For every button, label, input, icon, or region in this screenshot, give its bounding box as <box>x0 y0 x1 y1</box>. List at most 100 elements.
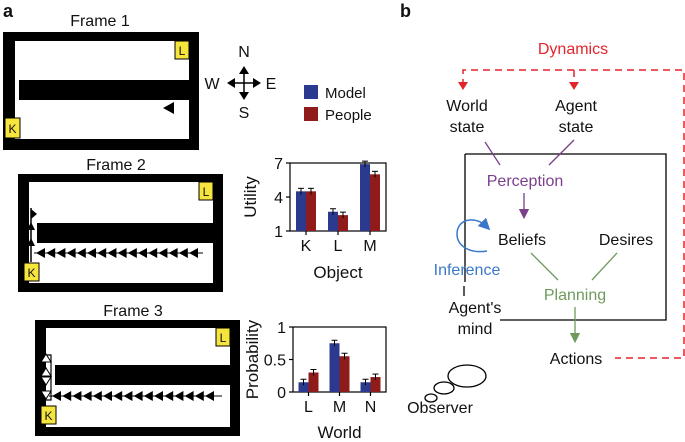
path-arrow-up-icon <box>27 238 35 246</box>
path-arrow-left-icon <box>164 391 174 401</box>
arrow-up-icon <box>239 66 249 74</box>
bar-people <box>370 174 380 231</box>
bar-model <box>296 191 306 231</box>
frame-2: Frame 2 L K <box>18 157 223 292</box>
agents-mind-line1: Agent's <box>449 300 502 317</box>
path-arrow-left-icon <box>148 248 158 258</box>
path-arrow-left-icon <box>66 248 76 258</box>
path-arrow-left-icon <box>174 391 184 401</box>
bar-model <box>360 382 371 392</box>
actions-label: Actions <box>550 351 602 368</box>
frame-3: Frame 3 L K <box>35 303 240 436</box>
x-axis-label: World <box>317 423 361 442</box>
path-arrow-left-icon <box>107 248 117 258</box>
path-arrow-left-icon <box>205 391 214 401</box>
compass-west: W <box>204 76 220 93</box>
compass-south: S <box>239 105 250 122</box>
x-tick-label: N <box>365 399 377 416</box>
path-arrow-up-icon <box>27 222 35 230</box>
path-arrow-left-icon <box>36 248 45 258</box>
desires-label: Desires <box>599 232 653 249</box>
path-arrow-left-icon <box>103 391 112 401</box>
frame-1-title: Frame 1 <box>70 13 130 30</box>
frame-2-corner-top: L <box>203 185 210 199</box>
frame-3-corner-top: L <box>220 331 227 345</box>
legend-swatch-people <box>304 107 318 121</box>
path-arrow-left-icon <box>138 248 147 258</box>
dynamics-arrow-icon <box>569 82 579 90</box>
path-arrow-left-icon <box>158 248 168 258</box>
frame-2-corner-bottom: K <box>27 266 35 280</box>
y-tick-label: 0 <box>277 385 286 402</box>
bar-model <box>298 382 309 392</box>
bar-people <box>370 377 381 392</box>
bar-model <box>360 164 370 231</box>
arrow-down-icon <box>239 92 249 100</box>
frame-1-corner-top: L <box>179 44 186 58</box>
frame-1-corner-bottom: K <box>8 122 16 136</box>
path-arrow-left-icon <box>76 248 86 258</box>
path-arrow-left-icon <box>72 391 82 401</box>
beliefs-label: Beliefs <box>498 232 546 249</box>
path-arrow-left-icon <box>117 248 127 258</box>
bar-people <box>338 215 348 231</box>
thought-bubble-large <box>447 364 487 388</box>
frame-3-title: Frame 3 <box>103 303 163 320</box>
x-tick-label: L <box>334 238 343 255</box>
y-axis-label: Probability <box>243 319 262 399</box>
planning-label: Planning <box>544 287 606 304</box>
legend-swatch-model <box>304 85 318 99</box>
path-arrows-frame-3 <box>52 391 214 401</box>
frame-1: Frame 1 L K <box>3 13 199 150</box>
y-tick-label: 0.5 <box>264 353 286 370</box>
bar-model <box>328 211 338 231</box>
legend: Model People <box>304 85 372 124</box>
agent-state-line1: Agent <box>555 98 597 115</box>
world-state-line1: World <box>446 98 488 115</box>
world-state-line2: state <box>450 119 485 136</box>
path-arrow-left-icon <box>97 248 107 258</box>
frame-3-corner-bottom: K <box>44 409 52 423</box>
path-arrow-left-icon <box>46 248 56 258</box>
agents-mind-box <box>464 153 667 321</box>
frame-2-title: Frame 2 <box>86 157 146 174</box>
path-arrow-left-icon <box>52 391 61 401</box>
dynamics-arrow-icon <box>458 82 468 90</box>
perception-label: Perception <box>487 173 564 190</box>
bar-people <box>308 372 319 392</box>
path-arrow-left-icon <box>62 391 72 401</box>
bar-model <box>329 343 340 392</box>
arrow-right-icon <box>253 78 261 88</box>
path-arrow-left-icon <box>189 248 198 258</box>
path-arrow-left-icon <box>143 391 153 401</box>
path-arrow-left-icon <box>113 391 123 401</box>
x-tick-label: M <box>333 399 346 416</box>
y-tick-label: 1 <box>274 224 283 241</box>
path-arrow-left-icon <box>56 248 66 258</box>
x-tick-label: L <box>304 399 313 416</box>
flag-icon <box>31 209 37 219</box>
observer-label: Observer <box>407 400 473 417</box>
thought-bubble-medium <box>433 381 455 395</box>
path-arrow-left-icon <box>123 391 133 401</box>
arrow-left-icon <box>227 78 235 88</box>
y-tick-label: 7 <box>274 156 283 173</box>
panel-a-label: a <box>3 1 14 21</box>
inference-label: Inference <box>434 262 501 279</box>
agents-mind-line2: mind <box>458 321 493 338</box>
y-tick-label: 4 <box>274 190 283 207</box>
dynamics-label: Dynamics <box>538 41 608 58</box>
path-arrow-left-icon <box>194 391 204 401</box>
compass-north: N <box>238 44 250 61</box>
agent-state-line2: state <box>559 119 594 136</box>
legend-label-model: Model <box>325 85 366 102</box>
inference-loop <box>456 217 491 253</box>
compass: N S E W <box>204 44 276 122</box>
y-axis-label: Utility <box>241 176 260 218</box>
path-arrow-left-icon <box>178 248 188 258</box>
agent-arrow-icon <box>163 102 174 114</box>
path-arrow-left-icon <box>127 248 137 258</box>
compass-east: E <box>266 76 277 93</box>
x-tick-label: M <box>363 238 376 255</box>
